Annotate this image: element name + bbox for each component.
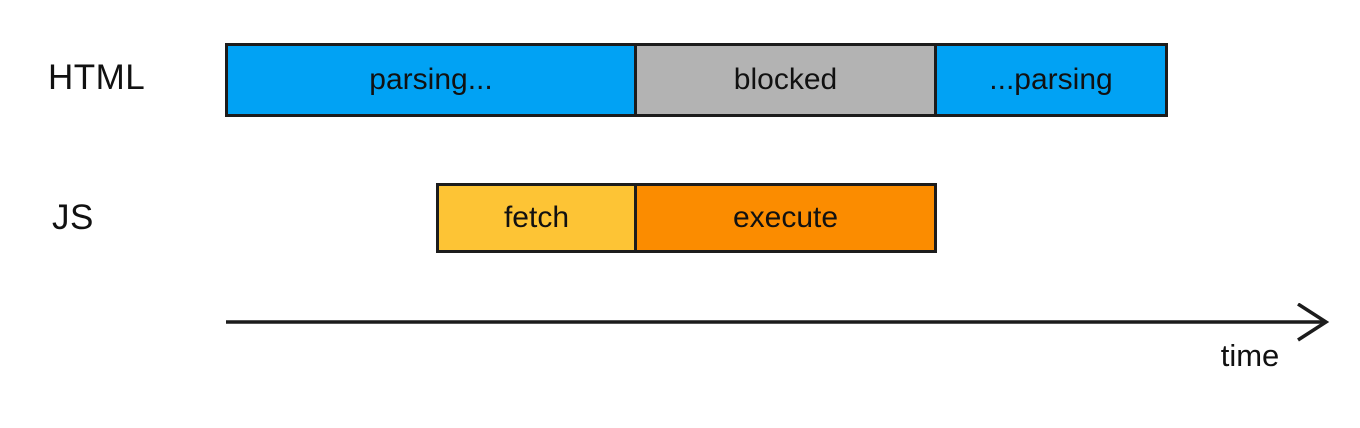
segment-label-parsing-start: parsing...: [369, 63, 493, 96]
segment-label-execute: execute: [732, 201, 839, 234]
segment-label-blocked: blocked: [733, 63, 838, 96]
row-label-js: JS: [52, 198, 94, 237]
arrow-head-icon: [1297, 303, 1330, 342]
html-segment-parsing-resume: ...parsing: [934, 43, 1168, 117]
row-label-html: HTML: [48, 58, 146, 97]
time-axis-arrow: [226, 303, 1330, 342]
time-axis-label: time: [1220, 338, 1280, 373]
js-segment-execute: execute: [634, 183, 937, 253]
html-segment-parsing-start: parsing...: [225, 43, 637, 117]
segment-label-parsing-resume: ...parsing: [989, 63, 1113, 96]
js-segment-fetch: fetch: [436, 183, 637, 253]
html-segment-blocked: blocked: [634, 43, 937, 117]
segment-label-fetch: fetch: [503, 201, 570, 234]
